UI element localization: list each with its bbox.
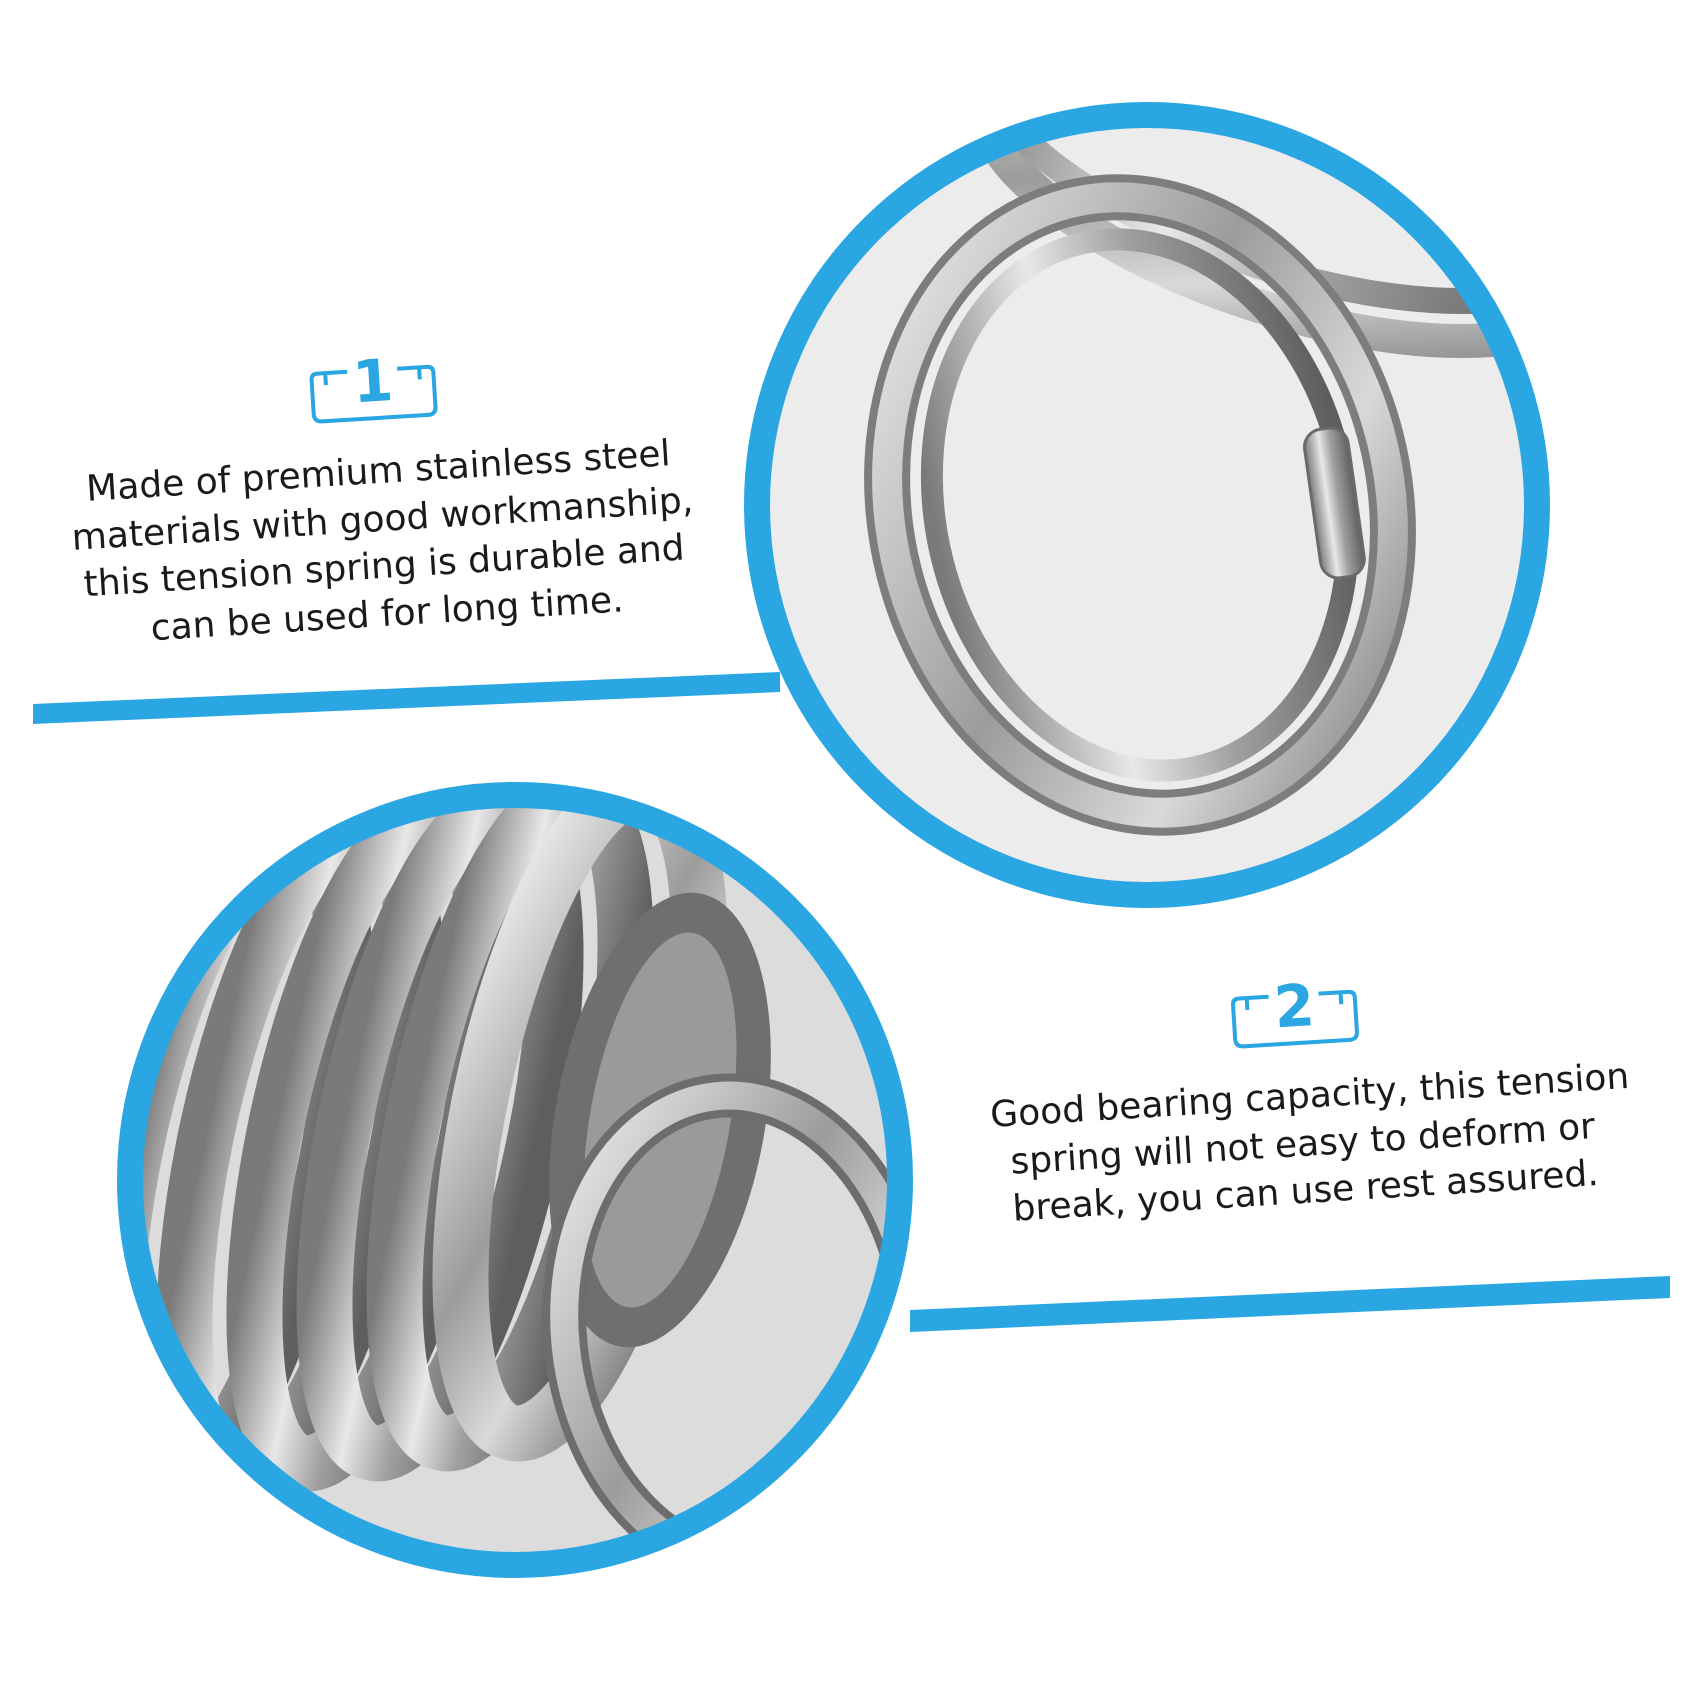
accent-line-top [33,672,780,724]
spring-coil-photo [117,782,913,1578]
feature-description: Made of premium stainless steel material… [70,433,695,649]
feature-number-badge: 1 [307,346,441,426]
feature-2: 2 Good bearing capacity, this tension sp… [984,966,1630,1234]
spring-hook-photo [744,102,1550,908]
feature-number-badge: 2 [1228,971,1362,1051]
feature-number: 2 [1272,971,1317,1042]
accent-line-bottom [910,1276,1670,1332]
feature-number: 1 [350,346,396,417]
feature-1: 1 Made of premium stainless steel materi… [62,341,698,656]
